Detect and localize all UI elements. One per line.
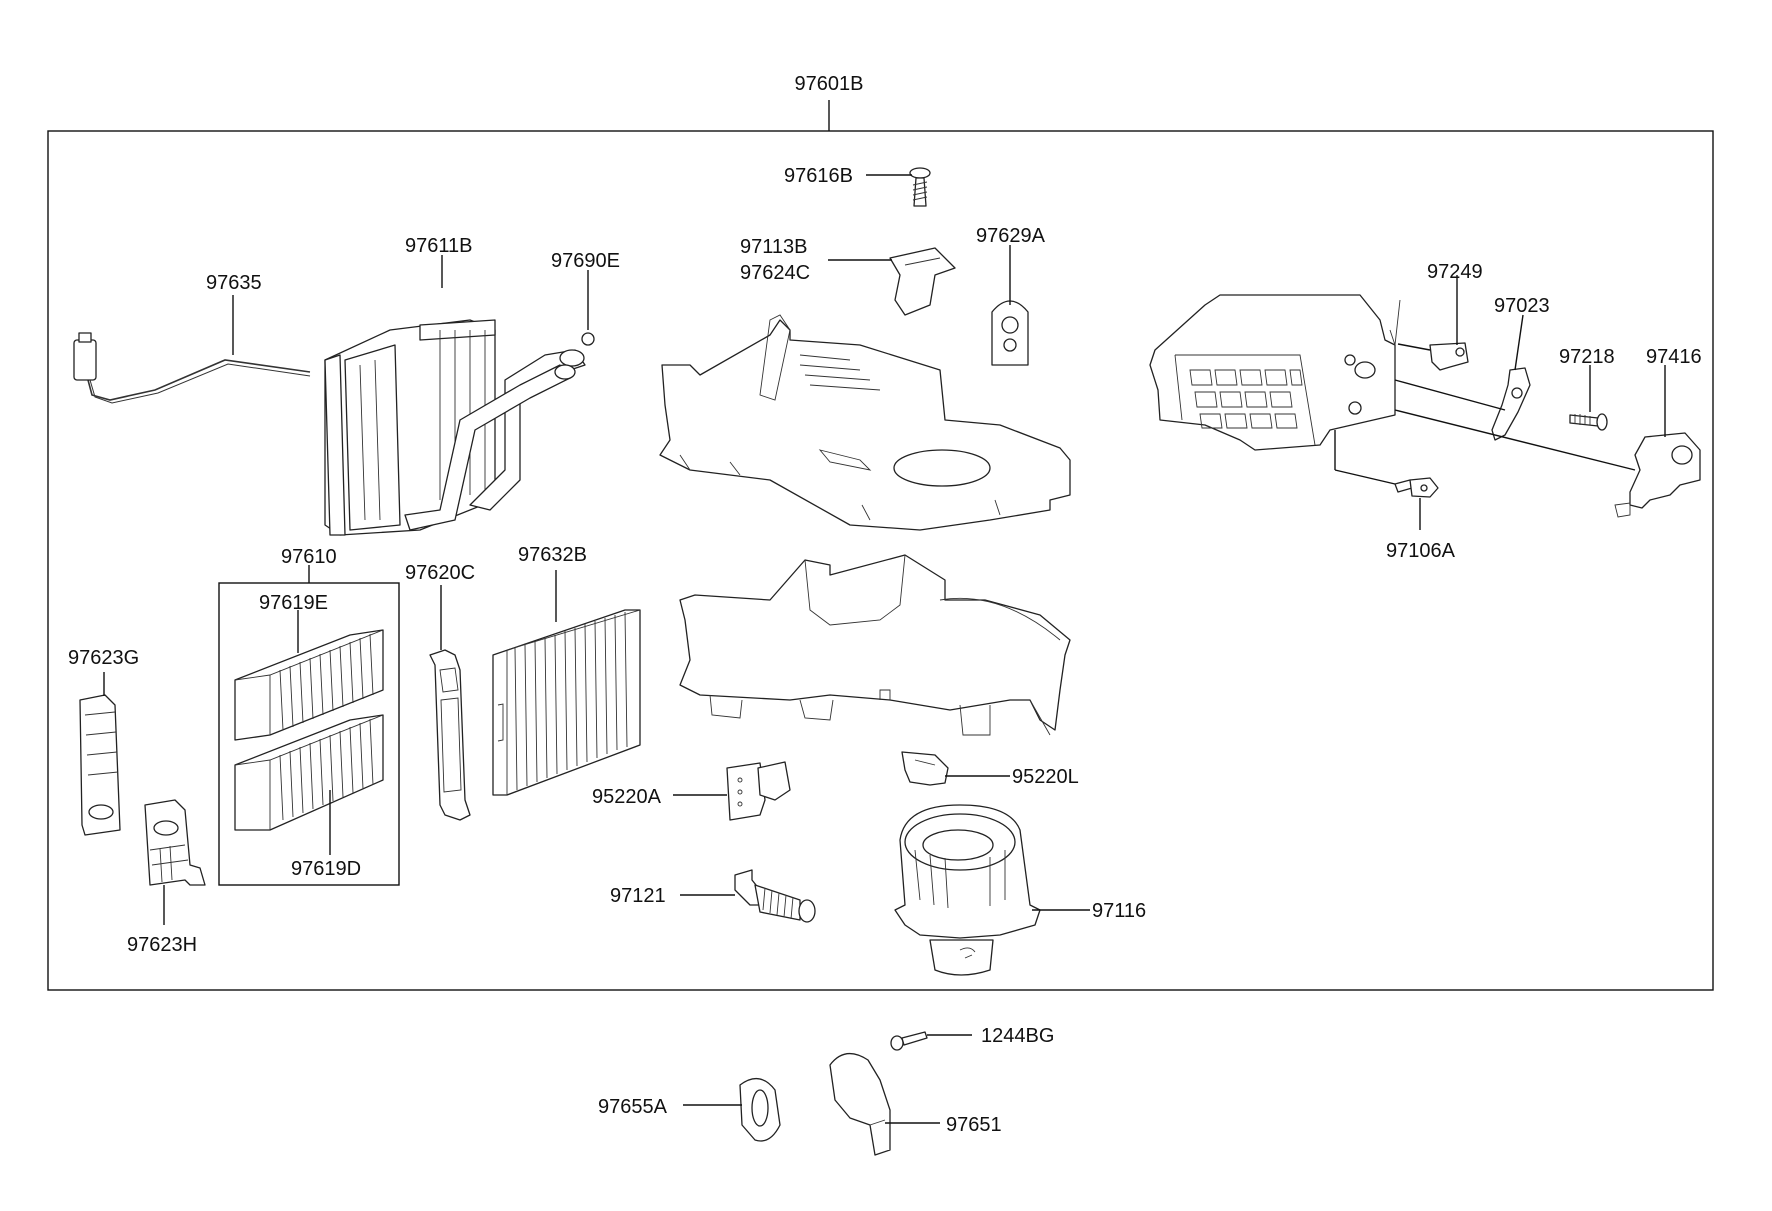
- label-95220A: 95220A: [592, 786, 662, 808]
- lower-case: [679, 554, 1071, 736]
- label-97623G: 97623G: [68, 647, 139, 669]
- air-filter-upper: [234, 629, 384, 741]
- label-assembly: 97601B: [795, 73, 864, 95]
- label-97116: 97116: [1092, 900, 1146, 922]
- label-1244BG: 1244BG: [981, 1025, 1054, 1047]
- wiring-connector-l: [901, 751, 949, 786]
- thermo-sensor: [73, 332, 311, 404]
- cabin-filter: [492, 609, 641, 796]
- blower-motor: [894, 804, 1041, 976]
- label-97619E: 97619E: [259, 592, 328, 614]
- filter-cap-upper: [79, 694, 121, 836]
- actuator-link: [1429, 342, 1469, 371]
- label-97113B: 97113B: [740, 236, 807, 258]
- label-97619D: 97619D: [291, 858, 361, 880]
- evaporator-core: [324, 319, 586, 536]
- air-filter-lower: [234, 714, 384, 831]
- blower-resistor: [889, 247, 956, 316]
- mode-actuator: [1614, 432, 1701, 518]
- air-duct: [829, 1053, 891, 1156]
- actuator-lever: [1491, 367, 1531, 441]
- hex-bolt: [890, 1031, 928, 1051]
- o-ring: [581, 332, 595, 346]
- label-97616B: 97616B: [784, 165, 853, 187]
- label-97629A: 97629A: [976, 225, 1046, 247]
- tapping-screw: [1569, 413, 1608, 431]
- label-97249: 97249: [1427, 261, 1483, 283]
- label-97624C: 97624C: [740, 262, 810, 284]
- filter-cap-lower: [144, 799, 206, 886]
- drain-hose: [734, 869, 816, 923]
- resistor-screw: [909, 167, 931, 207]
- label-97651: 97651: [946, 1114, 1002, 1136]
- label-97218: 97218: [1559, 346, 1615, 368]
- upper-case: [659, 314, 1071, 531]
- label-97632B: 97632B: [518, 544, 587, 566]
- label-97611B: 97611B: [405, 235, 472, 257]
- label-95220L: 95220L: [1012, 766, 1079, 788]
- adjusting-bolt: [1394, 477, 1439, 498]
- wiring-connector-a: [726, 761, 791, 821]
- label-97620C: 97620C: [405, 562, 475, 584]
- label-97623H: 97623H: [127, 934, 197, 956]
- blower-housing: [1149, 294, 1401, 451]
- label-97655A: 97655A: [598, 1096, 668, 1118]
- label-97106A: 97106A: [1386, 540, 1456, 562]
- label-97023: 97023: [1494, 295, 1550, 317]
- label-97121: 97121: [610, 885, 666, 907]
- filter-cover: [429, 649, 471, 821]
- assembly-frame: [47, 130, 1714, 991]
- label-97416: 97416: [1646, 346, 1702, 368]
- label-97610: 97610: [281, 546, 337, 568]
- label-97635: 97635: [206, 272, 262, 294]
- grommet: [739, 1078, 781, 1142]
- label-97690E: 97690E: [551, 250, 620, 272]
- mounting-clip: [991, 300, 1029, 366]
